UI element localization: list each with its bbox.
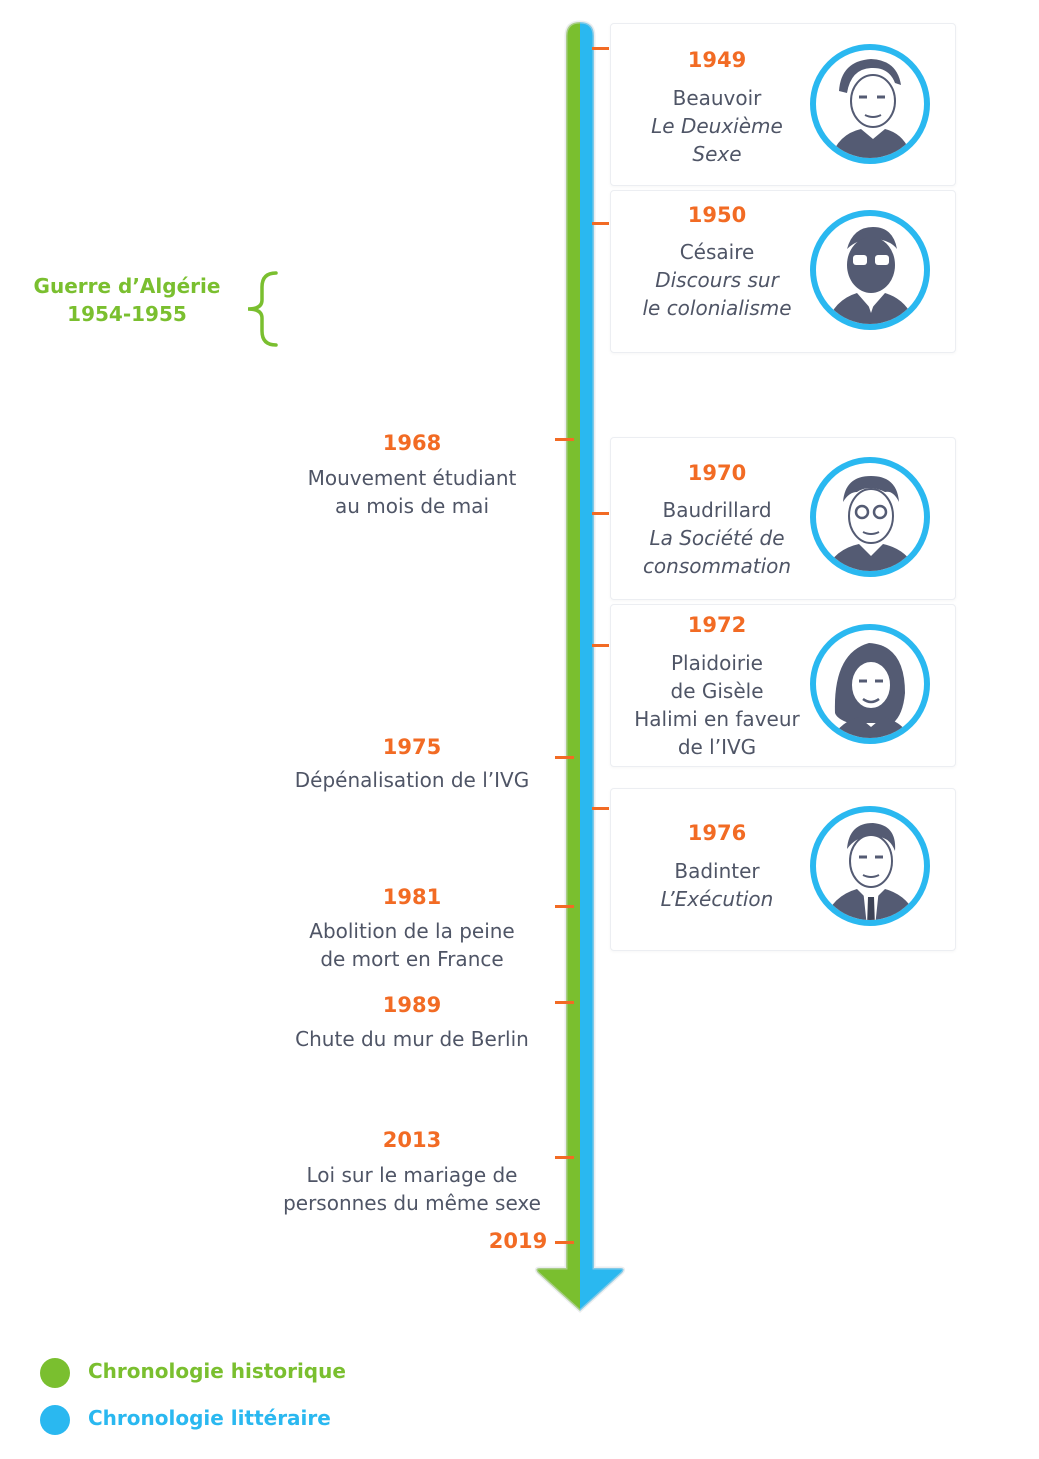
legend-literary-label: Chronologie littéraire (88, 1406, 331, 1430)
algeria-war-years: 1954-1955 (67, 302, 187, 326)
literary-year: 1972 (687, 613, 747, 637)
historic-year-1981: 1981 (382, 885, 442, 909)
historic-event-2013: Loi sur le mariage de personnes du même … (252, 1161, 572, 1217)
literary-card-1976: 1976 Badinter L’Exécution (610, 788, 956, 951)
tick-1976 (592, 807, 609, 810)
cesaire-portrait-icon (810, 210, 930, 330)
author-name: Beauvoir (672, 86, 762, 110)
historic-event-1975: Dépénalisation de l’IVG (262, 766, 562, 794)
historic-event-line: Abolition de la peine (309, 919, 515, 943)
historic-event-line: de mort en France (320, 947, 504, 971)
historic-event-1989: Chute du mur de Berlin (262, 1025, 562, 1053)
tick-2013 (555, 1156, 574, 1159)
tick-1950 (592, 222, 609, 225)
beauvoir-portrait-icon (810, 44, 930, 164)
literary-text: Beauvoir Le Deuxième Sexe (611, 84, 823, 168)
historic-year-1975: 1975 (382, 735, 442, 759)
literary-year: 1950 (687, 203, 747, 227)
literary-text-line: Halimi en faveur (634, 707, 800, 731)
legend-historic-label: Chronologie historique (88, 1359, 346, 1383)
historic-event-line: Mouvement étudiant (307, 466, 517, 490)
literary-text: Baudrillard La Société de consommation (611, 496, 823, 580)
work-title-line: Sexe (692, 142, 742, 166)
literary-year: 1970 (687, 461, 747, 485)
literary-card-1970: 1970 Baudrillard La Société de consommat… (610, 437, 956, 600)
end-year-2019: 2019 (488, 1229, 548, 1253)
author-name: Baudrillard (662, 498, 772, 522)
work-title-line: consommation (642, 554, 792, 578)
work-title-line: L’Exécution (660, 887, 774, 911)
historic-timeline-bar (536, 22, 580, 1311)
work-title-line: le colonialisme (642, 296, 792, 320)
historic-event-line: Dépénalisation de l’IVG (294, 768, 530, 792)
literary-card-1950: 1950 Césaire Discours sur le colonialism… (610, 190, 956, 353)
tick-1968 (555, 438, 574, 441)
halimi-portrait-icon (810, 624, 930, 744)
author-name: Badinter (674, 859, 760, 883)
historic-event-line: Loi sur le mariage de (306, 1163, 518, 1187)
work-title-line: La Société de (649, 526, 785, 550)
legend-historic-dot (40, 1358, 70, 1388)
historic-year-1989: 1989 (382, 993, 442, 1017)
literary-text: Badinter L’Exécution (611, 857, 823, 913)
literary-year: 1976 (687, 821, 747, 845)
historic-event-1981: Abolition de la peine de mort en France (262, 917, 562, 973)
historic-year-2013: 2013 (382, 1128, 442, 1152)
tick-1949 (592, 47, 609, 50)
historic-event-line: au mois de mai (335, 494, 489, 518)
tick-1970 (592, 512, 609, 515)
historic-year-1968: 1968 (382, 431, 442, 455)
historic-event-line: personnes du même sexe (283, 1191, 541, 1215)
work-title-line: Discours sur (655, 268, 779, 292)
work-title-line: Le Deuxième (651, 114, 783, 138)
tick-1975 (555, 756, 574, 759)
algeria-war-label: Guerre d’Algérie 1954-1955 (24, 272, 230, 328)
historic-event-1968: Mouvement étudiant au mois de mai (262, 464, 562, 520)
tick-1972 (592, 644, 609, 647)
literary-text-line: Plaidoirie (670, 651, 763, 675)
author-name: Césaire (679, 240, 755, 264)
tick-2019 (555, 1241, 574, 1244)
literary-card-1972: 1972 Plaidoirie de Gisèle Halimi en fave… (610, 604, 956, 767)
tick-1989 (555, 1001, 574, 1004)
historic-event-line: Chute du mur de Berlin (295, 1027, 529, 1051)
tick-1981 (555, 905, 574, 908)
literary-card-1949: 1949 Beauvoir Le Deuxième Sexe (610, 23, 956, 186)
literary-text: Césaire Discours sur le colonialisme (611, 238, 823, 322)
literary-text-line: de Gisèle (670, 679, 764, 703)
badinter-portrait-icon (810, 806, 930, 926)
legend-literary-dot (40, 1405, 70, 1435)
algeria-brace (247, 271, 278, 347)
literary-text: Plaidoirie de Gisèle Halimi en faveur de… (611, 649, 823, 761)
algeria-war-title: Guerre d’Algérie (33, 274, 221, 298)
literary-year: 1949 (687, 48, 747, 72)
literary-text-line: de l’IVG (677, 735, 757, 759)
baudrillard-portrait-icon (810, 457, 930, 577)
